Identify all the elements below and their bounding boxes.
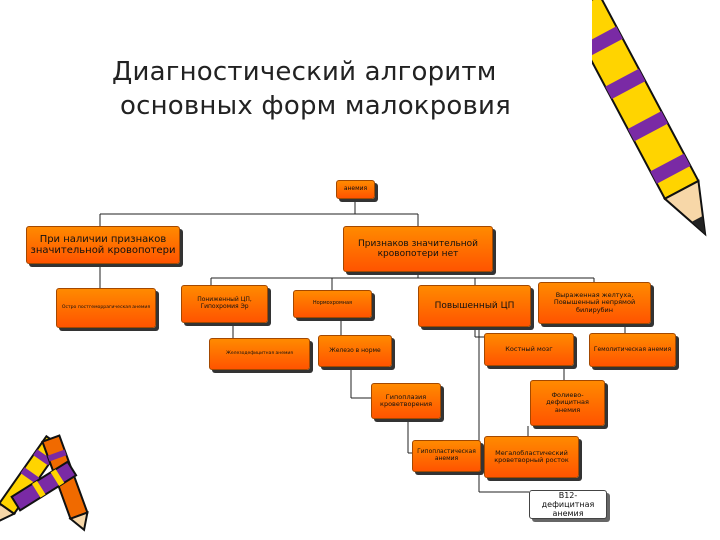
node-megaloblastic: Мегалобластический кроветворный росток xyxy=(484,436,579,478)
node-hemolytic: Гемолитическая анемия xyxy=(589,333,676,367)
node-hypoplasia: Гипоплазия кроветворения xyxy=(371,383,441,419)
title-line-1: Диагностический алгоритм xyxy=(112,57,497,87)
node-jaundice: Выраженная желтуха, Повышенный непрямой … xyxy=(538,282,651,324)
node-hypoplastic-anemia: Гипопластическая анемия xyxy=(412,440,481,472)
node-with-blood-loss: При наличии признаков значительной крово… xyxy=(26,226,180,264)
node-low-color-index: Пониженный ЦП, Гипохромия Эр xyxy=(181,285,268,323)
node-iron-deficiency: Железодефицитная анемия xyxy=(209,338,310,370)
node-iron-normal: Железо в норме xyxy=(318,335,392,367)
node-anemia: анемия xyxy=(336,180,375,199)
node-folate-deficiency: Фолиево-дефицитная анемия xyxy=(530,380,605,426)
node-normochromic: Нормохромная xyxy=(293,290,372,318)
node-without-blood-loss: Признаков значительной кровопотери нет xyxy=(343,226,493,272)
node-acute-posthemorrhagic: Остро постгеморрагическая анемия xyxy=(56,288,156,328)
node-high-color-index: Повышенный ЦП xyxy=(418,285,531,327)
slide-title: Диагностический алгоритм основных форм м… xyxy=(112,55,552,123)
title-line-2: основных форм малокровия xyxy=(120,91,511,121)
node-b12-deficiency: В12-дефицитная анемия xyxy=(529,490,607,519)
node-bone-marrow: Костный мозг xyxy=(484,333,574,366)
